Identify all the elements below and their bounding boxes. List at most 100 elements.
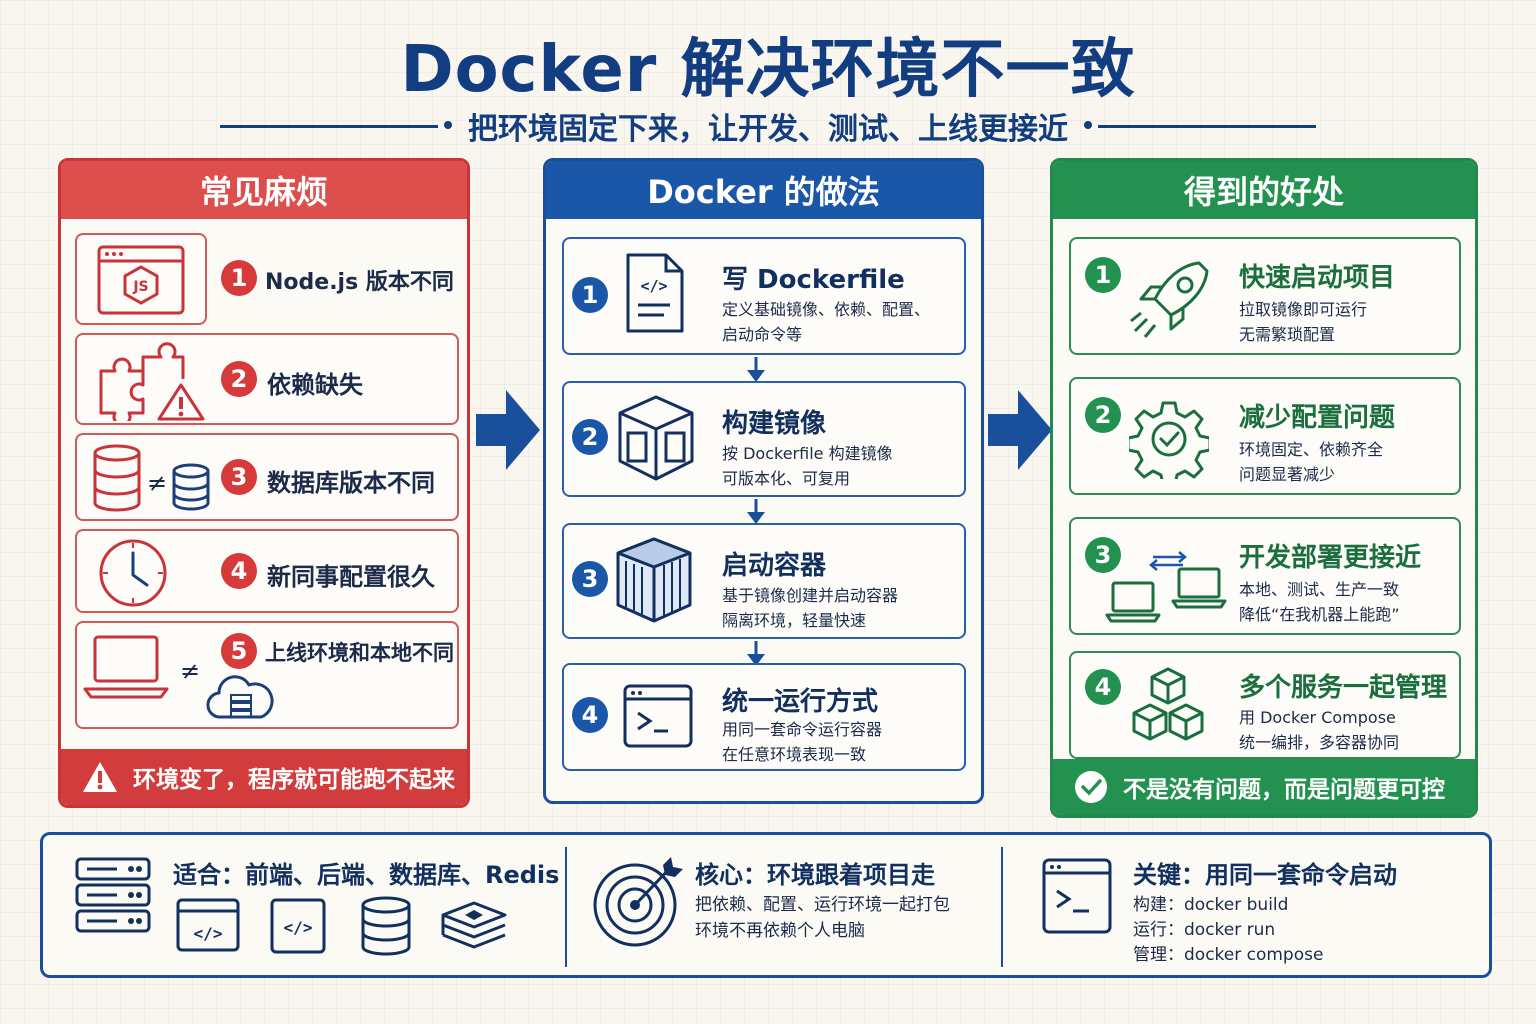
server-rack-icon <box>75 857 151 933</box>
summary-divider-2 <box>1001 847 1003 967</box>
benefit-desc-2b: 问题显著减少 <box>1239 465 1336 484</box>
benefit-card-3: 3 开发部署更接近 本地、测试、生产一致 降低“在我机器上能跑” <box>1069 517 1461 635</box>
down-arrow-icon-3 <box>747 641 765 666</box>
cube-icon <box>618 395 694 481</box>
target-icon <box>593 857 683 947</box>
problem-label-1: Node.js 版本不同 <box>265 270 454 295</box>
down-arrow-icon <box>747 357 765 382</box>
problem-label-2: 依赖缺失 <box>267 371 363 399</box>
step-desc-1a: 定义基础镜像、依赖、配置、 <box>722 300 931 319</box>
problem-icon-box-1: JS <box>75 233 207 325</box>
command-terminal-icon <box>1042 858 1112 934</box>
gear-check-icon <box>1129 401 1209 479</box>
core-title: 核心：环境跟着项目走 <box>695 861 935 889</box>
benefit-card-1: 1 快速启动项目 拉取镜像即可运行 无需繁琐配置 <box>1069 237 1461 355</box>
page-subtitle: 把环境固定下来，让开发、测试、上线更接近 <box>468 112 1068 147</box>
step-number-4: 4 <box>572 697 608 733</box>
page-title: Docker 解决环境不一致 <box>400 33 1136 107</box>
core-line-2: 环境不再依赖个人电脑 <box>695 921 865 941</box>
key-title: 关键：用同一套命令启动 <box>1133 861 1397 889</box>
laptops-sync-icon <box>1105 551 1227 623</box>
problems-heading: 常见麻烦 <box>61 161 467 219</box>
step-number-3: 3 <box>572 561 608 597</box>
step-desc-4a: 用同一套命令运行容器 <box>722 720 883 739</box>
benefits-heading: 得到的好处 <box>1053 161 1475 219</box>
step-title-4: 统一运行方式 <box>722 687 879 717</box>
problem-number-4: 4 <box>221 553 257 589</box>
benefit-title-1: 快速启动项目 <box>1239 263 1396 293</box>
benefit-card-2: 2 减少配置问题 环境固定、依赖齐全 问题显著减少 <box>1069 377 1461 495</box>
js-window-icon: JS <box>97 245 185 315</box>
boxes-icon <box>1132 667 1204 741</box>
step-desc-1b: 启动命令等 <box>722 325 803 344</box>
benefit-title-3: 开发部署更接近 <box>1239 543 1422 573</box>
benefit-number-2: 2 <box>1085 397 1121 433</box>
approach-heading: Docker 的做法 <box>546 161 981 219</box>
key-line-2: 运行：docker run <box>1133 920 1276 940</box>
subtitle-line-left <box>220 120 452 129</box>
problem-card-5: ≠ 5 上线环境和本地不同 <box>75 621 459 729</box>
problem-number-1: 1 <box>221 260 257 296</box>
arrow-right-icon-2 <box>988 390 1052 470</box>
backend-file-icon: </> <box>270 898 326 954</box>
subtitle-line-right <box>1084 120 1316 129</box>
benefit-desc-1a: 拉取镜像即可运行 <box>1239 300 1368 319</box>
step-number-1: 1 <box>572 277 608 313</box>
step-desc-3a: 基于镜像创建并启动容器 <box>722 586 899 605</box>
rocket-icon <box>1130 261 1209 338</box>
benefit-title-2: 减少配置问题 <box>1239 403 1396 433</box>
benefit-title-4: 多个服务一起管理 <box>1239 673 1448 703</box>
benefit-desc-4b: 统一编排，多容器协同 <box>1239 733 1400 752</box>
benefit-number-1: 1 <box>1085 257 1121 293</box>
arrow-right-icon <box>476 390 540 470</box>
warning-icon <box>83 762 117 792</box>
frontend-window-icon: </> <box>176 898 240 952</box>
laptop-cloud-icon: ≠ <box>83 635 274 719</box>
approach-step-2: 2 构建镜像 按 Dockerfile 构建镜像 可版本化、可复用 <box>562 381 966 497</box>
warning-text: 环境变了，程序就可能跑不起来 <box>133 767 455 793</box>
benefit-desc-2a: 环境固定、依赖齐全 <box>1239 440 1384 459</box>
problem-label-4: 新同事配置很久 <box>267 563 435 591</box>
step-title-1: 写 Dockerfile <box>722 265 905 295</box>
check-circle-icon <box>1075 771 1107 803</box>
svg-text:</>: </> <box>640 277 667 295</box>
not-equal-sign-2: ≠ <box>180 657 200 685</box>
step-desc-2a: 按 Dockerfile 构建镜像 <box>722 444 893 463</box>
step-number-2: 2 <box>572 419 608 455</box>
step-desc-4b: 在任意环境表现一致 <box>722 745 867 764</box>
subtitle-row: 把环境固定下来，让开发、测试、上线更接近 <box>220 104 1316 148</box>
problem-number-5: 5 <box>221 633 257 669</box>
problems-panel: 常见麻烦 JS 1 Node.js 版本不同 2 依赖缺失 ≠ <box>58 158 470 808</box>
database-icon <box>361 896 411 956</box>
problem-number-3: 3 <box>221 459 257 495</box>
key-line-3: 管理：docker compose <box>1133 945 1324 965</box>
redis-stack-icon <box>441 901 507 949</box>
summary-divider-1 <box>565 847 567 967</box>
step-desc-2b: 可版本化、可复用 <box>722 469 851 488</box>
problem-label-5: 上线环境和本地不同 <box>265 641 454 665</box>
problem-card-3: ≠ 3 数据库版本不同 <box>75 433 459 521</box>
down-arrow-icon-2 <box>747 499 765 524</box>
step-title-2: 构建镜像 <box>722 409 827 439</box>
fit-title: 适合：前端、后端、数据库、Redis <box>173 861 560 889</box>
benefits-panel: 得到的好处 1 快速启动项目 拉取镜像即可运行 无需繁琐配置 2 减少配置问题 … <box>1050 158 1478 818</box>
benefit-desc-1b: 无需繁琐配置 <box>1239 325 1336 344</box>
problems-warning-banner: 环境变了，程序就可能跑不起来 <box>61 749 467 805</box>
benefits-footer-banner: 不是没有问题，而是问题更可控 <box>1053 759 1475 815</box>
puzzle-warning-icon <box>99 342 205 421</box>
problem-number-2: 2 <box>221 361 257 397</box>
core-line-1: 把依赖、配置、运行环境一起打包 <box>695 895 950 915</box>
approach-step-4: 4 统一运行方式 用同一套命令运行容器 在任意环境表现一致 <box>562 663 966 771</box>
step-title-3: 启动容器 <box>722 551 827 581</box>
svg-text:</>: </> <box>284 918 313 937</box>
terminal-icon <box>623 684 693 748</box>
approach-panel: Docker 的做法 1 </> 写 Dockerfile 定义基础镜像、依赖、… <box>543 158 984 804</box>
clock-icon <box>99 539 167 607</box>
key-line-1: 构建：docker build <box>1133 895 1289 915</box>
not-equal-sign: ≠ <box>147 469 167 497</box>
benefit-card-4: 4 多个服务一起管理 用 Docker Compose 统一编排，多容器协同 <box>1069 651 1461 759</box>
benefit-desc-4a: 用 Docker Compose <box>1239 708 1396 727</box>
benefits-footer-text: 不是没有问题，而是问题更可控 <box>1123 777 1445 803</box>
problem-card-4: 4 新同事配置很久 <box>75 529 459 613</box>
svg-text:JS: JS <box>132 279 148 295</box>
